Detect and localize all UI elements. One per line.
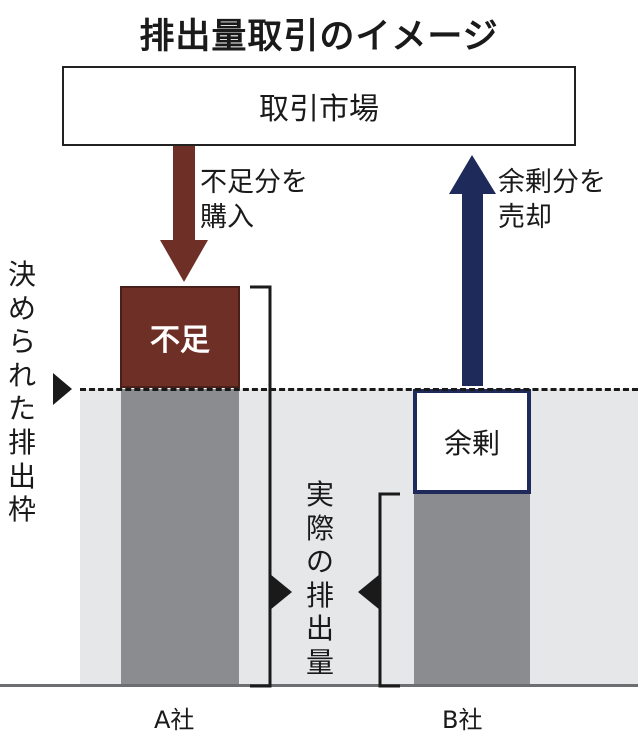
bracket-b-icon (378, 492, 400, 688)
actual-char: 際 (305, 511, 334, 545)
cap-char: 枠 (7, 493, 36, 527)
buy-arrow-icon (160, 146, 208, 282)
actual-char: 実 (305, 478, 334, 511)
company-a-label: A社 (154, 706, 195, 734)
surplus-label: 余剰 (443, 426, 500, 460)
actual-char: 出 (305, 612, 334, 646)
actual-char: 排 (305, 578, 334, 612)
buy-label-line2: 購入 (200, 202, 254, 234)
company-b-actual-bar (414, 494, 530, 686)
cap-char: 決 (7, 258, 36, 291)
shortage-label: 不足 (150, 323, 210, 358)
sell-label: 余剰分を 売却 (498, 165, 606, 235)
cap-char: ら (7, 325, 36, 359)
cap-char: れ (7, 358, 36, 392)
bracket-b-pointer-icon (358, 574, 380, 610)
company-a-actual-bar (121, 389, 239, 686)
cap-char: め (7, 291, 36, 325)
cap-marker-icon (53, 373, 72, 405)
diagram-title: 排出量取引のイメージ (139, 17, 499, 57)
baseline (0, 684, 638, 687)
shortage-box: 不足 (120, 286, 240, 388)
bracket-a-icon (250, 285, 272, 688)
bracket-a-pointer-icon (270, 574, 292, 610)
cap-char: 出 (7, 459, 36, 493)
sell-arrow-icon (449, 155, 496, 386)
emission-cap-label: 決 め ら れ た 排 出 枠 (2, 258, 42, 527)
sell-label-line2: 売却 (498, 202, 552, 234)
trading-market-label: 取引市場 (259, 92, 379, 127)
sell-label-line1: 余剰分を (498, 167, 606, 198)
cap-char: 排 (7, 425, 36, 459)
buy-label: 不足分を 購入 (200, 165, 308, 235)
buy-label-line1: 不足分を (200, 167, 308, 198)
cap-char: た (7, 392, 36, 426)
actual-emissions-label: 実 際 の 排 出 量 (300, 478, 340, 680)
emission-cap-line (80, 388, 638, 391)
surplus-box: 余剰 (413, 389, 531, 494)
actual-char: の (305, 545, 334, 579)
company-b-label: B社 (442, 706, 483, 734)
trading-market-box: 取引市場 (62, 66, 576, 146)
actual-char: 量 (305, 645, 334, 679)
